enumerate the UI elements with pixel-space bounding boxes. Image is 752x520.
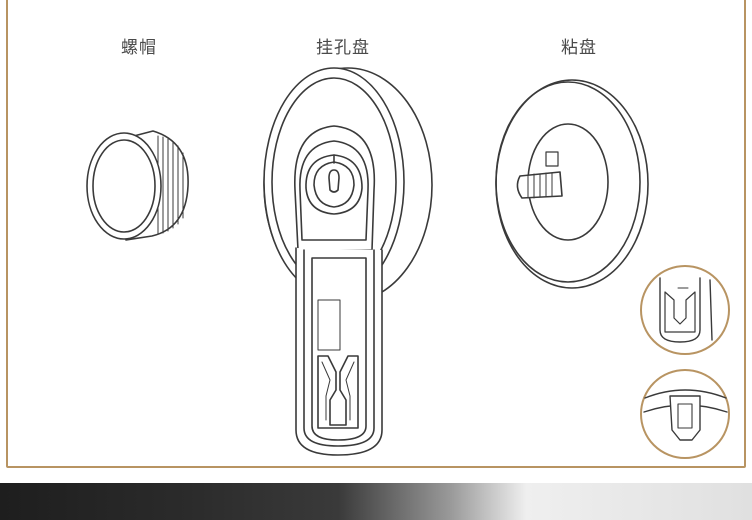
bottom-banner-strip [0,483,752,520]
nut-illustration [86,130,189,241]
suction-plate-illustration [495,79,649,289]
suction-plate-label: 粘盘 [561,38,597,58]
diagram-frame [6,0,746,468]
clip-detail-circle-top [640,265,730,355]
hanger-plate-label: 挂孔盘 [316,38,370,58]
clip-detail-circle-bottom [640,369,730,459]
nut-label: 螺帽 [121,38,157,58]
hanger-plate-illustration [263,67,433,456]
